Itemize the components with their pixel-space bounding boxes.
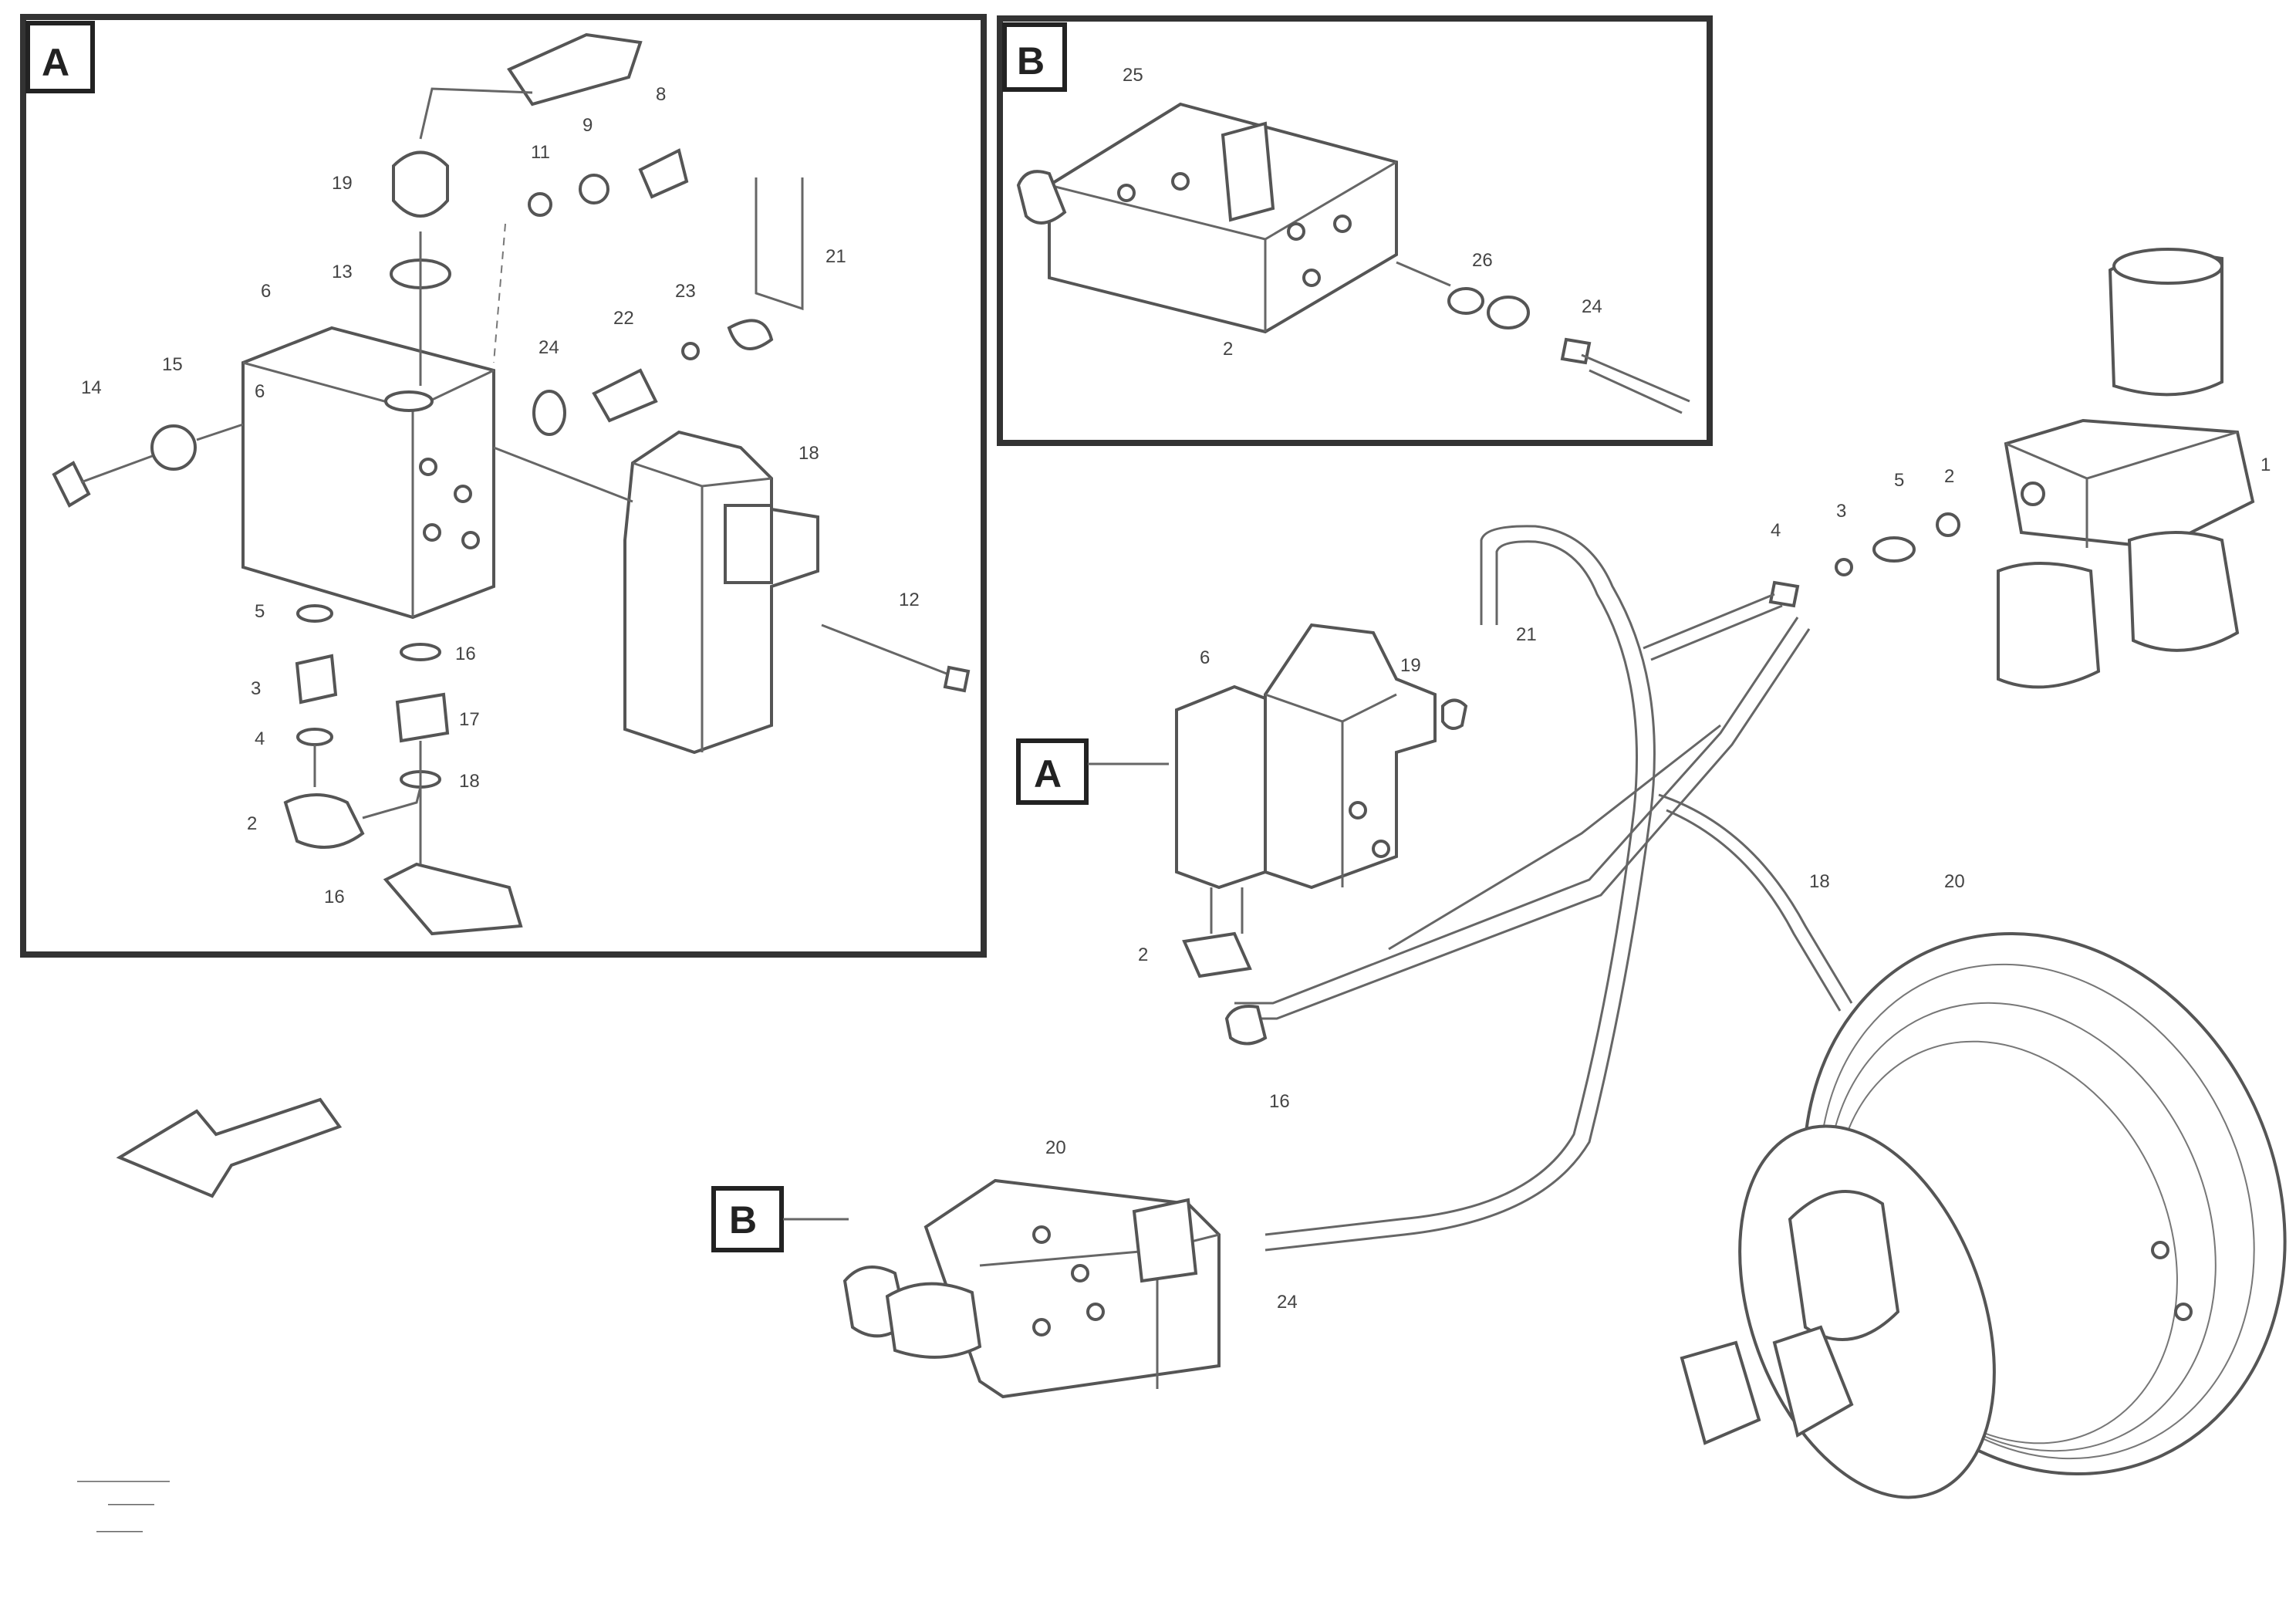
inset-b-tag-box [1002,22,1067,92]
main-num-2a: 2 [1944,466,1954,487]
inset-a-upper-pipe [390,32,804,386]
footer-line-3: ——— [96,1522,143,1539]
main-num-20: 20 [1944,871,1965,892]
inset-a-num-6b: 6 [255,381,265,402]
inset-a-num-23: 23 [675,281,696,302]
hoses [1234,525,1853,1252]
inset-a-num-13: 13 [332,262,353,282]
inset-a-num-16b: 16 [324,887,345,907]
inset-b-valve-block [1016,102,1690,414]
inset-a-num-9: 9 [582,115,593,136]
inset-b-frame [997,15,1713,446]
inset-a-num-11: 11 [531,142,550,163]
inset-a-tag-box [25,21,95,93]
main-num-5: 5 [1894,470,1904,491]
main-valve-a [1175,623,1468,1046]
inset-a-num-14: 14 [81,377,102,398]
main-num-24: 24 [1277,1292,1298,1313]
inset-a-fittings [493,148,971,693]
brake-hub [1680,931,2287,1499]
main-num-1: 1 [2261,454,2271,475]
inset-a-tag: A [42,41,69,84]
main-num-21: 21 [1516,624,1537,645]
inset-b-num-2: 2 [1223,339,1233,360]
main-a-tag: A [1034,752,1062,796]
main-num-2b: 2 [1138,944,1148,965]
main-num-6: 6 [1200,647,1210,668]
inset-a-num-18a: 18 [799,443,819,464]
main-num-3: 3 [1836,501,1846,522]
inset-b-num-26: 26 [1472,250,1493,271]
inset-b-num-24: 24 [1582,296,1602,317]
main-valve-b [842,1178,1221,1399]
main-num-16: 16 [1269,1091,1290,1112]
footer-line-2: ——— [108,1495,154,1512]
main-num-18: 18 [1809,871,1830,892]
inset-a-num-21: 21 [826,246,846,267]
footer-line-1: —————— [77,1472,170,1489]
main-a-tag-box [1016,738,1089,805]
inset-a-num-2: 2 [247,813,257,834]
inset-a-num-8: 8 [656,84,666,105]
main-num-20b: 20 [1045,1137,1066,1158]
inset-a-frame [20,14,987,958]
inset-a-num-6a: 6 [261,281,271,302]
inset-a-left-fittings [52,423,244,508]
inset-a-valve-block [241,326,495,620]
inset-a-lower-stack [283,604,523,936]
inset-a-num-5: 5 [255,601,265,622]
main-b-tag: B [729,1198,757,1242]
inset-a-num-12: 12 [899,590,920,610]
main-num-4: 4 [1771,520,1781,541]
inset-a-solenoid [623,430,819,755]
inset-a-num-24: 24 [539,337,559,358]
inset-a-num-17: 17 [459,709,480,730]
inset-a-num-15: 15 [162,354,183,375]
main-num-19: 19 [1400,655,1421,676]
direction-arrow-icon [116,1097,343,1198]
inset-b-num-25: 25 [1123,65,1143,86]
inset-a-num-18b: 18 [459,771,480,792]
inset-a-num-4: 4 [255,728,265,749]
inset-a-num-16a: 16 [455,644,476,664]
main-b-tag-box [711,1186,784,1252]
inset-b-tag: B [1017,39,1045,83]
brake-chamber [1997,248,2255,689]
chamber-fittings [1643,512,1960,661]
inset-a-num-22: 22 [613,308,634,329]
inset-a-num-3: 3 [251,678,261,699]
inset-a-num-19: 19 [332,173,353,194]
